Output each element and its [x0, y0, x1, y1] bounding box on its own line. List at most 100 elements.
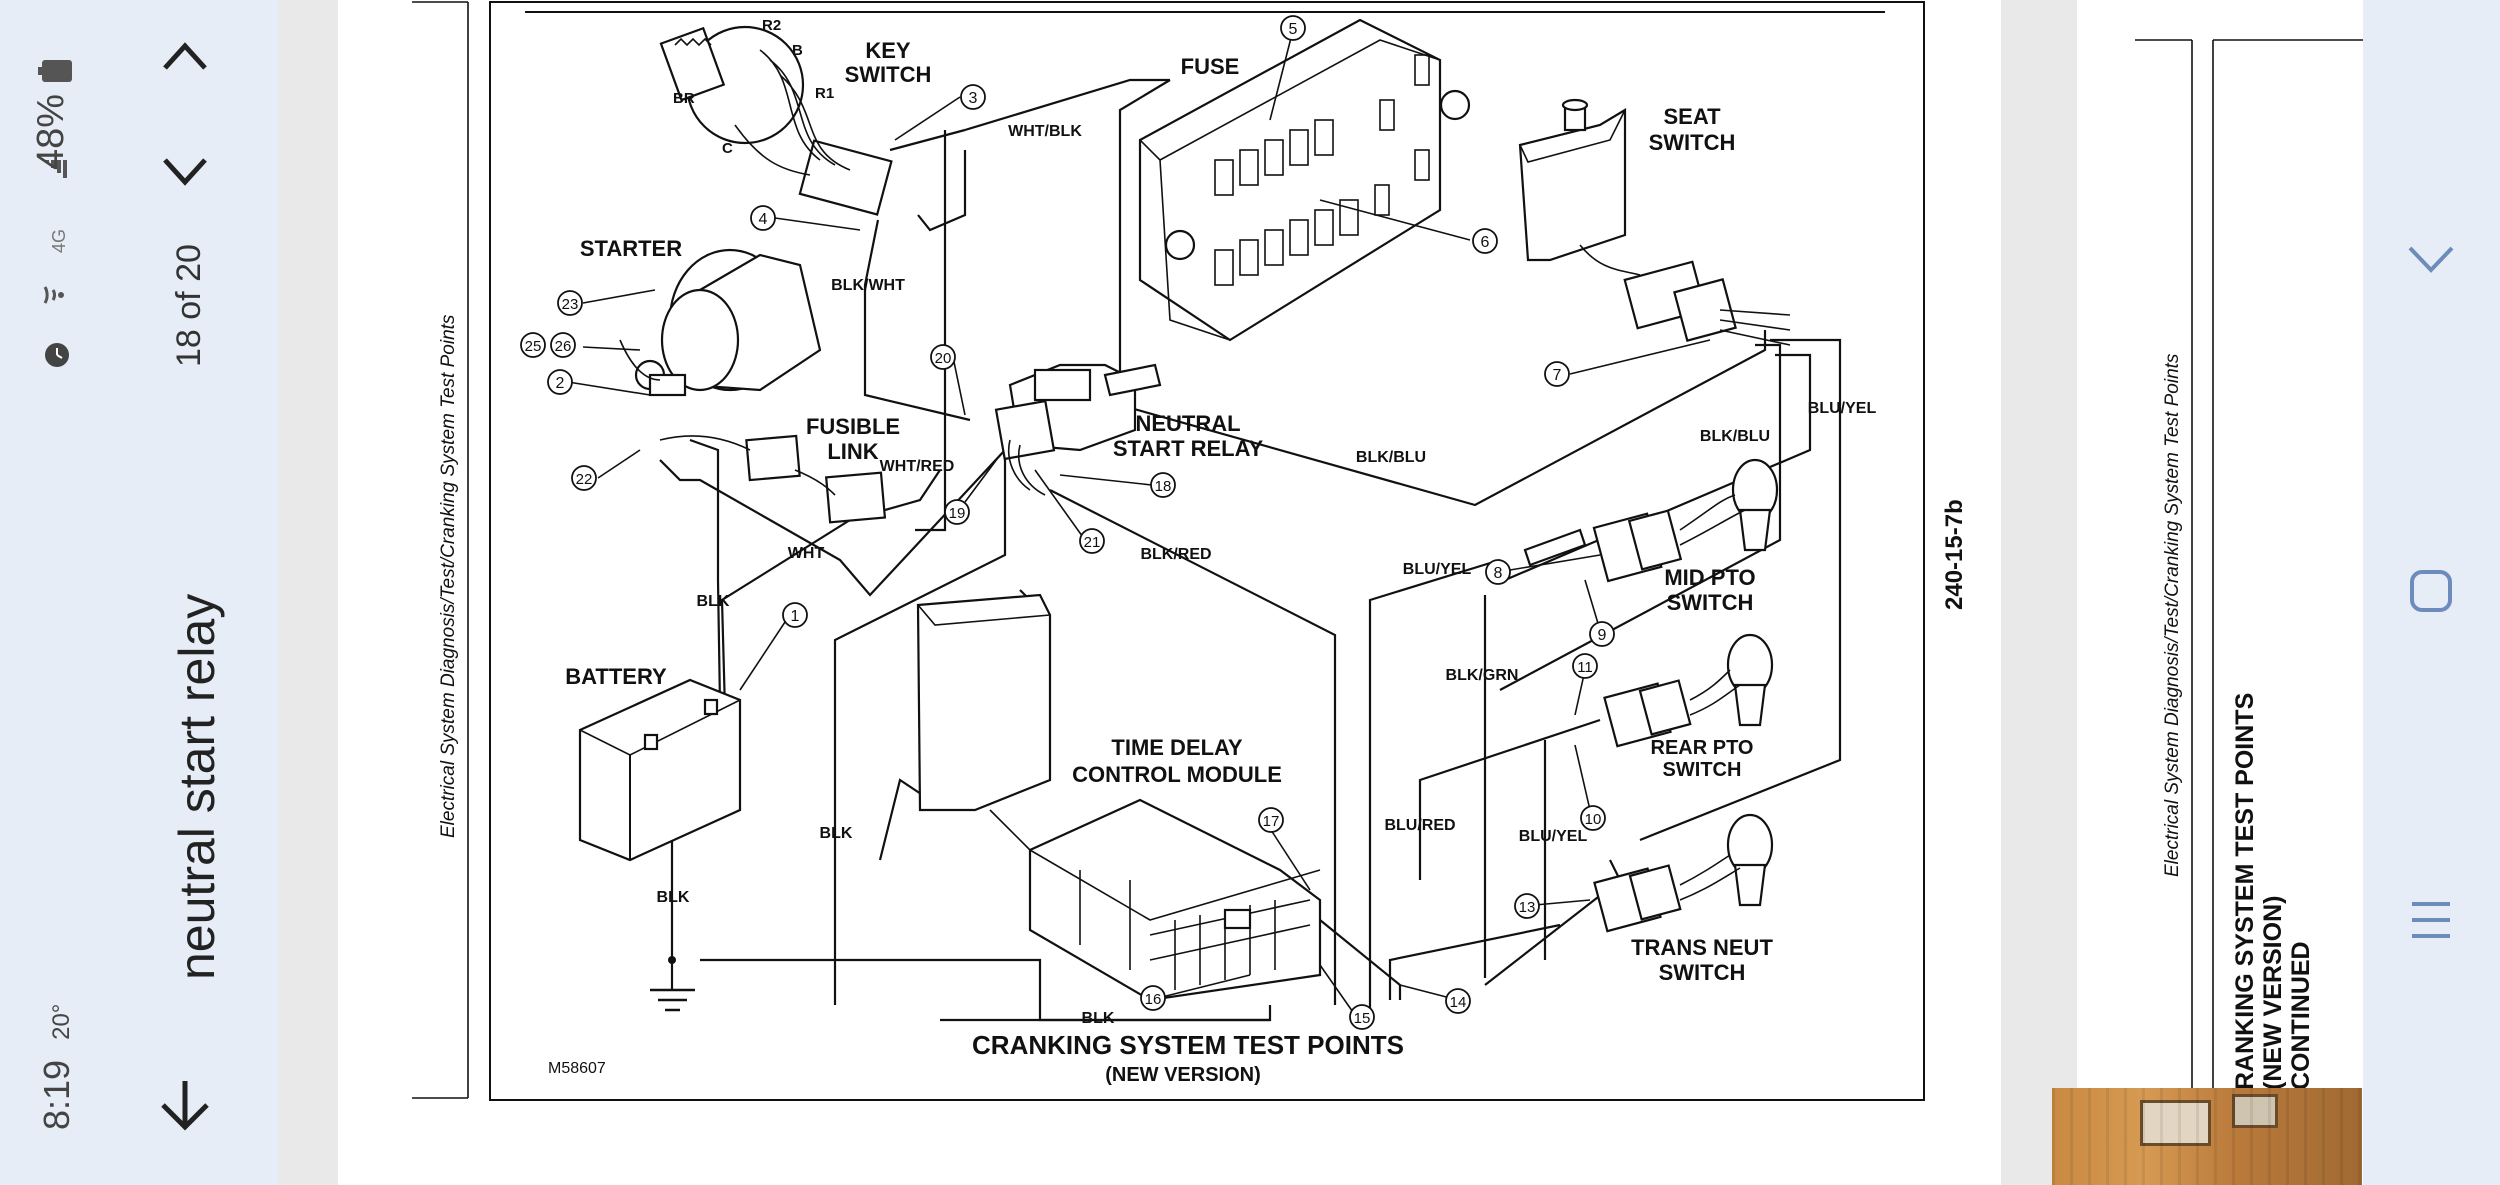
- svg-text:20: 20: [935, 350, 952, 367]
- back-button[interactable]: [2406, 240, 2456, 280]
- next-heading-1: RANKING SYSTEM TEST POINTS: [2231, 693, 2259, 1090]
- callout-8: 8: [1485, 559, 1511, 585]
- svg-text:7: 7: [1553, 367, 1562, 384]
- alarm-icon: [45, 343, 69, 367]
- prev-result-button[interactable]: [160, 36, 210, 76]
- svg-text:16: 16: [1145, 991, 1162, 1008]
- callout-25: 25: [520, 332, 546, 358]
- wifi-icon: [43, 286, 64, 304]
- rear-pto-switch: [1603, 633, 1774, 748]
- svg-text:BLU/YEL: BLU/YEL: [1519, 828, 1588, 845]
- svg-text:21: 21: [1084, 534, 1101, 551]
- callout-1: 1: [782, 602, 808, 628]
- callout-18: 18: [1150, 472, 1176, 498]
- svg-text:BR: BR: [673, 90, 695, 107]
- recents-button[interactable]: [2408, 898, 2454, 944]
- battery-icon: [38, 60, 72, 82]
- svg-text:SWITCH: SWITCH: [1667, 590, 1754, 615]
- svg-text:C: C: [722, 140, 733, 157]
- svg-text:WHT: WHT: [788, 545, 825, 562]
- chevron-down-icon: [163, 158, 207, 186]
- svg-text:BLK: BLK: [657, 889, 690, 906]
- pdf-page-next: [2077, 0, 2363, 1185]
- svg-text:BLK/BLU: BLK/BLU: [1356, 449, 1426, 466]
- diagram-subtitle: (NEW VERSION): [1105, 1064, 1261, 1086]
- svg-text:SWITCH: SWITCH: [845, 62, 932, 87]
- status-icons: 4G: [38, 60, 72, 367]
- callout-3: 3: [960, 84, 986, 110]
- svg-text:4G: 4G: [49, 229, 69, 253]
- next-result-button[interactable]: [160, 152, 210, 192]
- next-page-content: Electrical System Diagnosis/Test/Crankin…: [2135, 39, 2363, 1185]
- svg-text:23: 23: [562, 296, 579, 313]
- callout-14: 14: [1445, 988, 1471, 1014]
- svg-text:6: 6: [1481, 234, 1490, 251]
- svg-text:BLU/YEL: BLU/YEL: [1808, 400, 1877, 417]
- callout-7: 7: [1544, 361, 1570, 387]
- svg-text:10: 10: [1585, 811, 1602, 828]
- svg-text:BLK/BLU: BLK/BLU: [1700, 428, 1770, 445]
- wire-labels: WHT/BLK BLK/WHT WHT/RED WHT BLK BLK BLK …: [657, 123, 1877, 1027]
- svg-text:BLU/RED: BLU/RED: [1384, 817, 1455, 834]
- svg-text:TIME DELAY: TIME DELAY: [1111, 735, 1243, 760]
- svg-text:17: 17: [1263, 813, 1280, 830]
- fusible-link: [659, 434, 887, 524]
- home-button[interactable]: [2408, 568, 2454, 614]
- callout-13: 13: [1514, 893, 1540, 919]
- svg-text:WHT/BLK: WHT/BLK: [1008, 123, 1082, 140]
- close-search-button[interactable]: [155, 1075, 215, 1135]
- callout-11: 11: [1572, 653, 1598, 679]
- callout-16: 16: [1140, 985, 1166, 1011]
- svg-text:3: 3: [969, 90, 978, 107]
- mid-pto-switch: [1523, 458, 1779, 583]
- 4g-icon: 4G: [49, 229, 69, 253]
- svg-text:TRANS NEUT: TRANS NEUT: [1631, 935, 1773, 960]
- svg-text:KEY: KEY: [865, 38, 911, 63]
- svg-text:BLK/GRN: BLK/GRN: [1446, 667, 1519, 684]
- callout-2: 2: [547, 369, 573, 395]
- callout-5: 5: [1280, 15, 1306, 41]
- system-nav-bar: [2363, 0, 2500, 1185]
- callout-21: 21: [1079, 528, 1105, 554]
- svg-text:BLK: BLK: [697, 593, 730, 610]
- svg-text:START RELAY: START RELAY: [1113, 436, 1264, 461]
- side-title: Electrical System Diagnosis/Test/Crankin…: [438, 314, 459, 838]
- callout-10: 10: [1580, 805, 1606, 831]
- video-thumbnail[interactable]: [2052, 1088, 2362, 1185]
- callout-19: 19: [944, 499, 970, 525]
- svg-text:BLK: BLK: [1082, 1010, 1115, 1027]
- callout-23: 23: [557, 290, 583, 316]
- svg-text:LINK: LINK: [827, 439, 878, 464]
- terminal-labels: R2 B R1 BR C: [673, 17, 834, 157]
- callout-22: 22: [571, 465, 597, 491]
- thumbnail-grain: [2052, 1088, 2362, 1185]
- svg-text:CONTROL MODULE: CONTROL MODULE: [1072, 762, 1282, 787]
- svg-text:11: 11: [1577, 659, 1593, 676]
- wiring: [650, 78, 1842, 1022]
- recents-icon: [2412, 902, 2450, 938]
- svg-text:WHT/RED: WHT/RED: [880, 458, 955, 475]
- svg-text:14: 14: [1450, 994, 1467, 1011]
- callout-15: 15: [1349, 1004, 1375, 1030]
- svg-text:13: 13: [1519, 899, 1536, 916]
- svg-text:22: 22: [576, 471, 593, 488]
- thumbnail-frame: [2140, 1100, 2211, 1146]
- next-heading-3: CONTINUED: [2287, 941, 2315, 1090]
- next-heading-2: (NEW VERSION): [2259, 896, 2287, 1090]
- leader-lines: [567, 29, 1711, 1016]
- time-delay-module: [916, 593, 1322, 1002]
- svg-text:2: 2: [556, 375, 565, 392]
- svg-text:FUSE: FUSE: [1181, 54, 1240, 79]
- svg-text:NEUTRAL: NEUTRAL: [1135, 411, 1240, 436]
- callout-17: 17: [1258, 807, 1284, 833]
- svg-text:BLK/WHT: BLK/WHT: [831, 277, 905, 294]
- callout-4: 4: [750, 205, 776, 231]
- home-icon: [2410, 570, 2452, 612]
- svg-text:FUSIBLE: FUSIBLE: [806, 414, 900, 439]
- trans-neut-switch: [1593, 813, 1774, 933]
- diagram-title: CRANKING SYSTEM TEST POINTS: [972, 1030, 1404, 1060]
- next-side-title: Electrical System Diagnosis/Test/Crankin…: [2162, 353, 2183, 877]
- signal-icon: [45, 160, 67, 178]
- arrow-down-icon: [161, 1081, 209, 1131]
- thumbnail-frame-2: [2232, 1094, 2278, 1128]
